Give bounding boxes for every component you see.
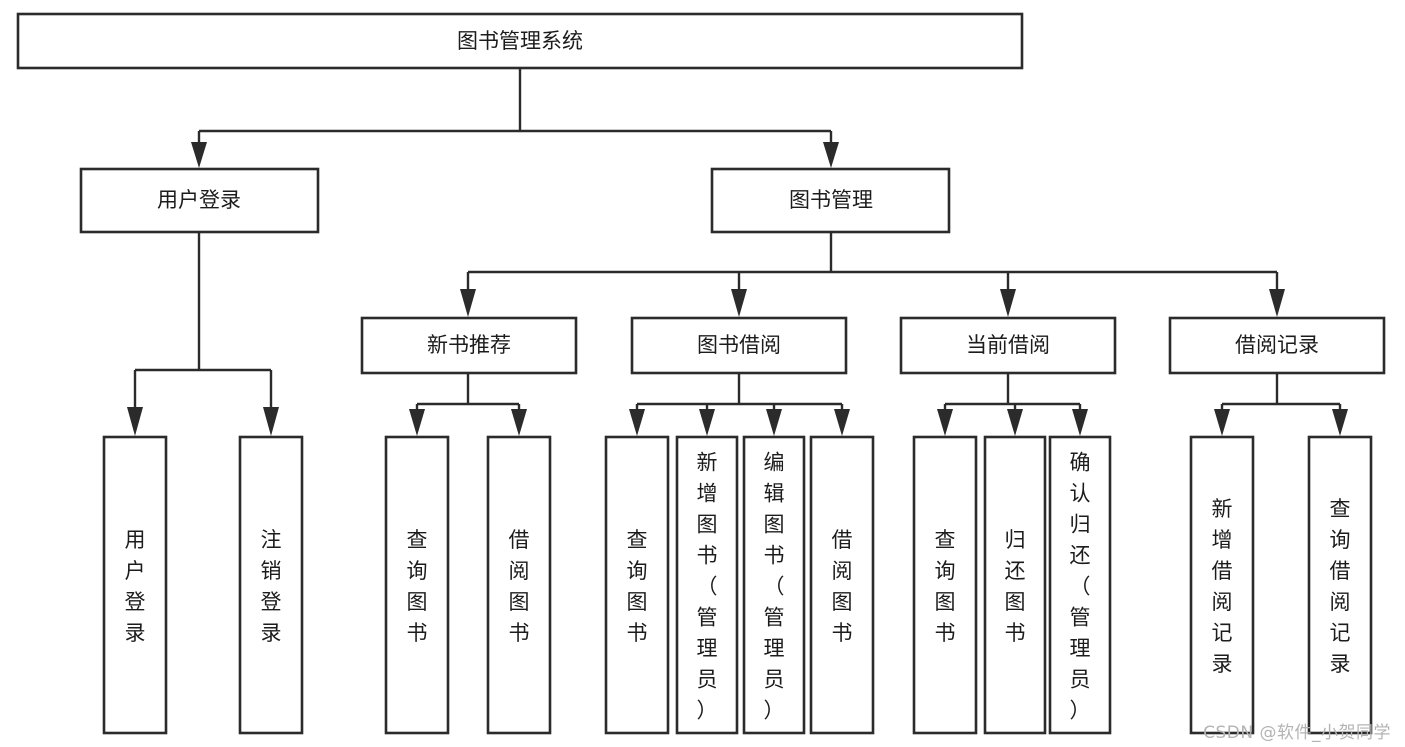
node-current-borrow[interactable]: 当前借阅 xyxy=(899,316,1117,375)
node-borrow-record[interactable]: 借阅记录 xyxy=(1168,316,1386,375)
node-user-login[interactable]: 用户登录 xyxy=(79,167,320,234)
node-current-borrow-box[interactable] xyxy=(899,316,1117,375)
arrow-bm-to-book-borrow-icon xyxy=(731,289,747,317)
leaf-edit-book-label: 编辑图书（管理员） xyxy=(764,451,785,723)
leaf-return-book-box[interactable] xyxy=(983,435,1047,735)
node-book-manage[interactable]: 图书管理 xyxy=(710,167,951,234)
connector-group-root xyxy=(191,68,839,168)
arrow-nbr-leaf-1-icon xyxy=(409,409,425,436)
leaf-borrow-book-2-label: 借阅图书 xyxy=(832,528,853,645)
arrow-bb-leaf-1-icon xyxy=(629,409,645,436)
leaf-query-book-1-box[interactable] xyxy=(384,435,450,735)
connector-group-book-manage xyxy=(460,232,1285,317)
arrow-br-leaf-2-icon xyxy=(1332,409,1348,436)
node-new-book-recommend[interactable]: 新书推荐 xyxy=(360,316,578,375)
connector-group-current-borrow xyxy=(937,373,1088,436)
leaf-query-book-2-box[interactable] xyxy=(604,435,670,735)
leaf-user-login-box[interactable] xyxy=(102,435,168,735)
leaf-add-book[interactable]: 新增图书（管理员） xyxy=(675,435,739,735)
arrow-cb-leaf-1-icon xyxy=(937,409,953,436)
arrow-bb-leaf-3-icon xyxy=(766,409,782,436)
connector-group-user-login xyxy=(127,232,279,436)
arrow-bm-to-current-borrow-icon xyxy=(1000,289,1016,317)
leaf-confirm-return-label: 确认归还（管理员） xyxy=(1070,451,1091,723)
node-book-manage-box[interactable] xyxy=(710,167,951,234)
leaf-add-book-label: 新增图书（管理员） xyxy=(697,451,718,723)
arrow-nbr-leaf-2-icon xyxy=(511,409,527,436)
arrow-bb-leaf-2-icon xyxy=(699,409,715,436)
leaf-query-record[interactable]: 查询借阅记录 xyxy=(1307,435,1373,735)
leaf-query-book-1-label: 查询图书 xyxy=(407,528,428,645)
leaf-borrow-book-1-box[interactable] xyxy=(486,435,552,735)
leaf-add-record-label: 新增借阅记录 xyxy=(1212,497,1233,676)
leaf-query-book-3-label: 查询图书 xyxy=(935,528,956,645)
node-book-manage-label: 图书管理 xyxy=(789,188,873,212)
leaf-borrow-book-2[interactable]: 借阅图书 xyxy=(809,435,875,735)
arrow-ul-leaf-2-icon xyxy=(263,407,279,436)
arrow-bb-leaf-4-icon xyxy=(834,409,850,436)
leaf-user-logout-box[interactable] xyxy=(238,435,304,735)
leaf-edit-book[interactable]: 编辑图书（管理员） xyxy=(742,435,806,735)
node-user-login-box[interactable] xyxy=(79,167,320,234)
leaf-edit-book-box[interactable] xyxy=(742,435,806,735)
leaf-query-book-1[interactable]: 查询图书 xyxy=(384,435,450,735)
leaf-confirm-return[interactable]: 确认归还（管理员） xyxy=(1048,435,1112,735)
arrow-bm-to-new-book-icon xyxy=(460,289,476,317)
leaf-add-record[interactable]: 新增借阅记录 xyxy=(1189,435,1255,735)
leaf-query-record-label: 查询借阅记录 xyxy=(1330,497,1351,676)
node-new-book-recommend-box[interactable] xyxy=(360,316,578,375)
leaf-borrow-book-1[interactable]: 借阅图书 xyxy=(486,435,552,735)
leaf-confirm-return-box[interactable] xyxy=(1048,435,1112,735)
leaf-user-login[interactable]: 用户登录 xyxy=(102,435,168,735)
leaf-return-book-label: 归还图书 xyxy=(1005,528,1026,645)
leaf-user-login-label: 用户登录 xyxy=(125,528,146,645)
leaf-user-logout-label: 注销登录 xyxy=(261,528,282,645)
leaf-user-logout[interactable]: 注销登录 xyxy=(238,435,304,735)
node-borrow-record-label: 借阅记录 xyxy=(1235,333,1319,357)
node-root-label: 图书管理系统 xyxy=(457,29,583,53)
node-root[interactable]: 图书管理系统 xyxy=(16,12,1024,70)
node-book-borrow[interactable]: 图书借阅 xyxy=(630,316,848,375)
arrow-cb-leaf-2-icon xyxy=(1007,409,1023,436)
leaf-return-book[interactable]: 归还图书 xyxy=(983,435,1047,735)
node-book-borrow-box[interactable] xyxy=(630,316,848,375)
leaf-query-book-3-box[interactable] xyxy=(912,435,978,735)
arrow-ul-leaf-1-icon xyxy=(127,407,143,436)
node-root-box[interactable] xyxy=(16,12,1024,70)
arrow-root-to-book-manage-icon xyxy=(823,142,839,168)
arrow-root-to-user-login-icon xyxy=(191,142,207,168)
leaf-query-record-box[interactable] xyxy=(1307,435,1373,735)
connector-group-new-book-recommend xyxy=(409,373,527,436)
leaf-add-record-box[interactable] xyxy=(1189,435,1255,735)
connector-group-borrow-record xyxy=(1214,373,1348,436)
leaf-borrow-book-1-label: 借阅图书 xyxy=(509,528,530,645)
node-new-book-recommend-label: 新书推荐 xyxy=(427,333,511,357)
arrow-cb-leaf-3-icon xyxy=(1072,409,1088,436)
node-borrow-record-box[interactable] xyxy=(1168,316,1386,375)
leaf-add-book-box[interactable] xyxy=(675,435,739,735)
leaf-query-book-3[interactable]: 查询图书 xyxy=(912,435,978,735)
connector-group-book-borrow xyxy=(629,373,850,436)
arrow-br-leaf-1-icon xyxy=(1214,409,1230,436)
leaf-query-book-2[interactable]: 查询图书 xyxy=(604,435,670,735)
leaf-query-book-2-label: 查询图书 xyxy=(627,528,648,645)
arrow-bm-to-borrow-record-icon xyxy=(1269,289,1285,317)
node-current-borrow-label: 当前借阅 xyxy=(966,333,1050,357)
node-book-borrow-label: 图书借阅 xyxy=(697,333,781,357)
node-user-login-label: 用户登录 xyxy=(157,188,241,212)
leaf-borrow-book-2-box[interactable] xyxy=(809,435,875,735)
